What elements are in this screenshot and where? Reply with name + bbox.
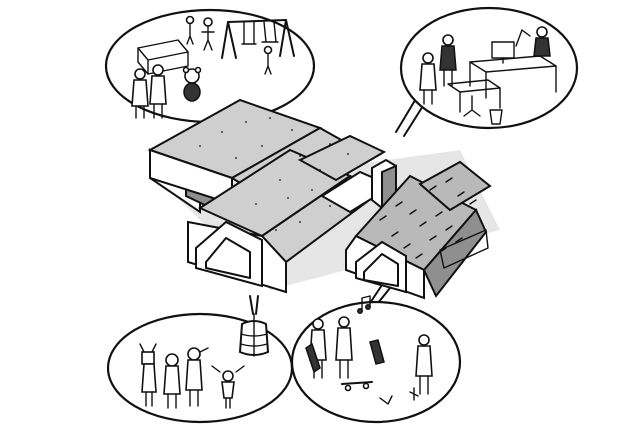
- office-bubble: [401, 8, 577, 128]
- office-worker-figure: [534, 27, 550, 56]
- gathering-bubble: [292, 296, 460, 422]
- playground-bubble: [106, 10, 314, 122]
- building-model: [150, 100, 500, 298]
- creatures-bubble: [108, 314, 292, 422]
